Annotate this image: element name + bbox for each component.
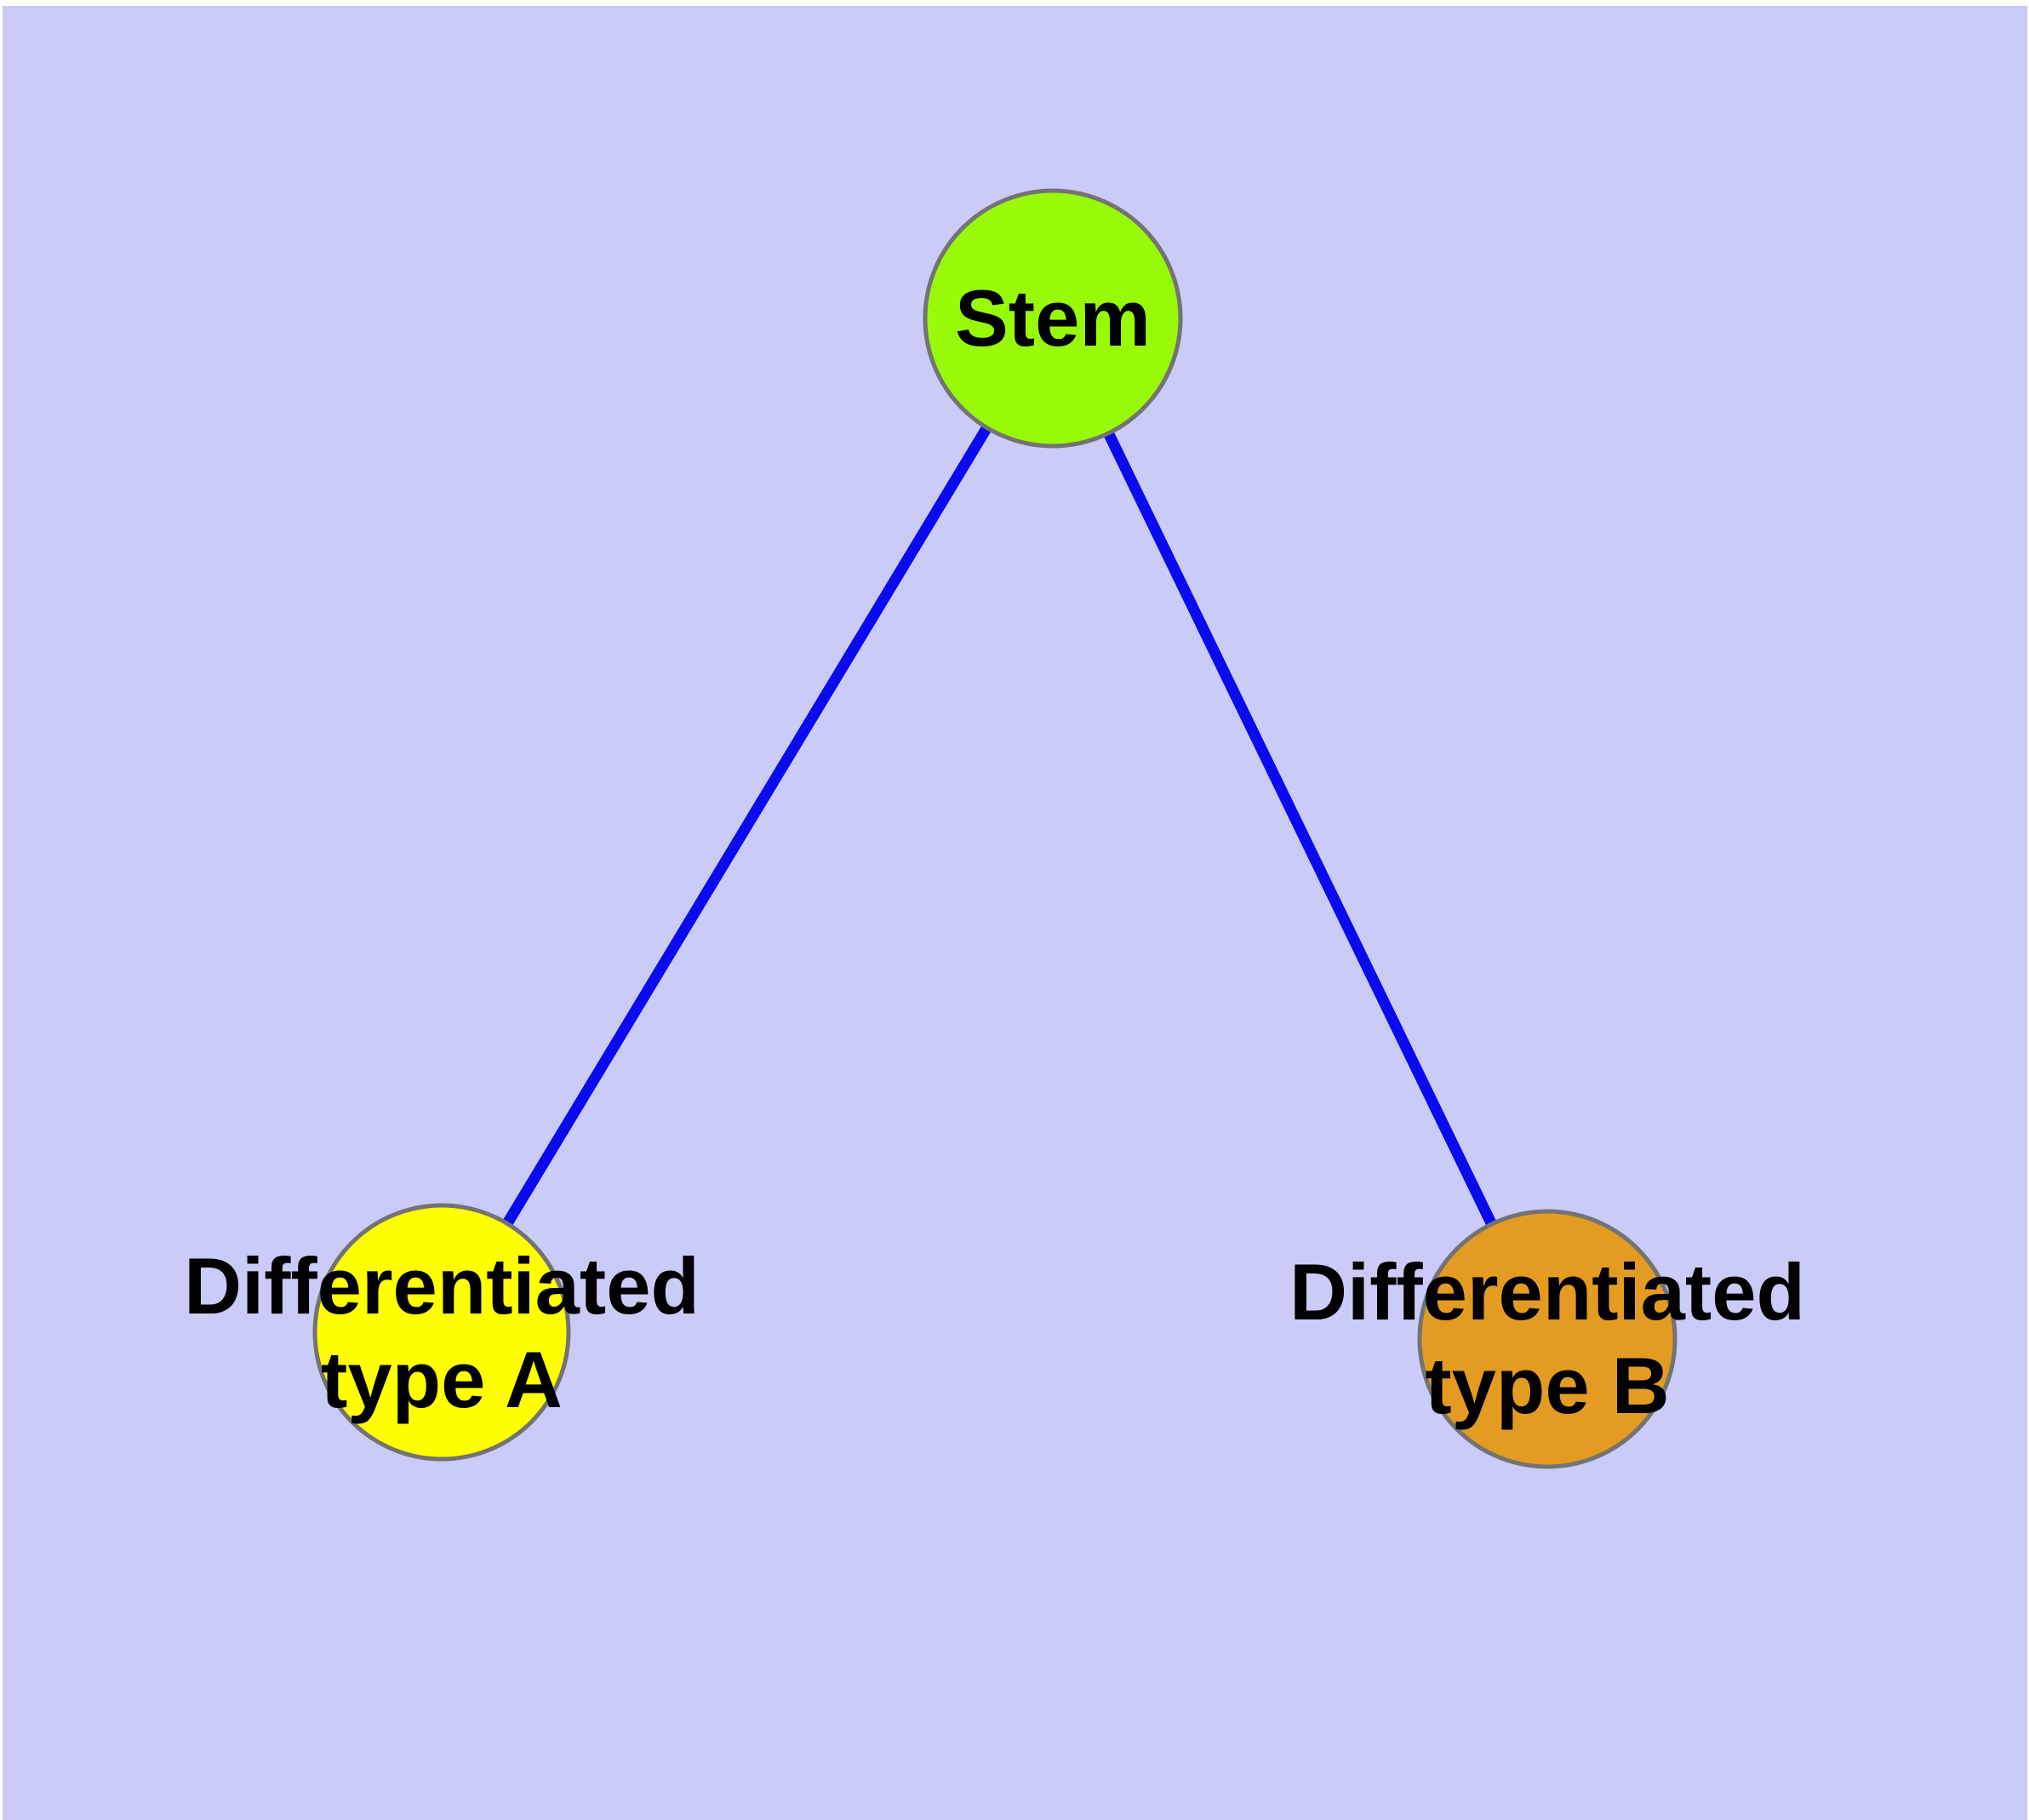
- node-label-line: Differentiated: [1289, 1247, 1805, 1336]
- node-label-type-b: Differentiated type B: [1289, 1245, 1805, 1433]
- node-label-line: Stem: [955, 273, 1151, 363]
- node-label-line: Differentiated: [184, 1241, 700, 1331]
- edge-stem-to-type-b: [1048, 316, 1552, 1342]
- node-label-type-a: Differentiated type A: [184, 1239, 700, 1427]
- node-stem-circle: [923, 188, 1183, 449]
- node-label-stem: Stem: [955, 272, 1151, 365]
- node-label-line: type B: [1425, 1341, 1670, 1430]
- edge-stem-to-type-a: [437, 315, 1058, 1336]
- node-label-line: type A: [321, 1335, 563, 1424]
- node-type-a-circle: [312, 1203, 571, 1462]
- node-type-b-circle: [1417, 1209, 1677, 1469]
